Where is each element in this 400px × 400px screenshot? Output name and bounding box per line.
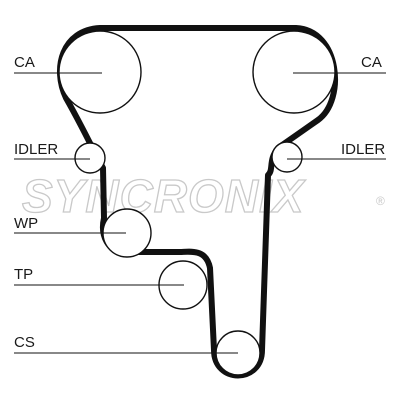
label-ca-right: CA bbox=[361, 54, 382, 71]
watermark-registered-mark: ® bbox=[376, 194, 385, 208]
label-wp: WP bbox=[14, 215, 38, 232]
camshaft-pulley-right bbox=[252, 30, 336, 114]
camshaft-pulley-left bbox=[58, 30, 142, 114]
label-tp: TP bbox=[14, 266, 33, 283]
label-idler-right: IDLER bbox=[341, 141, 385, 158]
watermark-text: SYNCRONIX bbox=[22, 170, 306, 222]
timing-belt bbox=[56, 25, 338, 379]
label-ca-left: CA bbox=[14, 54, 35, 71]
idler-pulley-left bbox=[74, 142, 106, 174]
label-idler-left: IDLER bbox=[14, 141, 58, 158]
label-cs: CS bbox=[14, 334, 35, 351]
idler-pulley-right bbox=[271, 141, 303, 173]
